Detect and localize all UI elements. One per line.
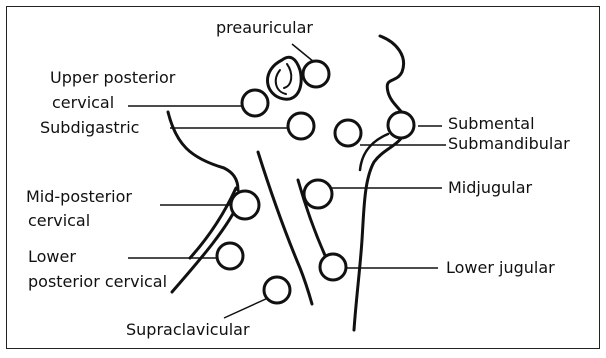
ear-inner-detail (276, 64, 292, 94)
label-lower-posterior-cervical-line1: Lower (28, 245, 76, 269)
label-midjugular: Midjugular (448, 176, 532, 200)
supraclavicular-pointer (224, 298, 268, 318)
face-front-outline (354, 36, 407, 330)
label-preauricular: preauricular (216, 16, 313, 40)
label-mid-posterior-cervical-line2: cervical (28, 209, 90, 233)
node-submandibular (335, 120, 361, 146)
node-upper-posterior-cervical (242, 90, 268, 116)
node-lower-posterior-cervical (217, 243, 243, 269)
label-upper-posterior-cervical-line1: Upper posterior (50, 66, 175, 90)
node-midjugular (304, 180, 332, 208)
node-mid-posterior-cervical (231, 191, 259, 219)
label-submandibular: Submandibular (448, 132, 570, 156)
label-upper-posterior-cervical-line2: cervical (52, 91, 114, 115)
label-supraclavicular: Supraclavicular (126, 318, 250, 342)
label-lower-jugular: Lower jugular (446, 256, 555, 280)
node-lower-jugular (320, 254, 346, 280)
label-subdigastric: Subdigastric (40, 116, 139, 140)
label-lower-posterior-cervical-line2: posterior cervical (28, 270, 167, 294)
label-mid-posterior-cervical-line1: Mid-posterior (26, 185, 132, 209)
node-submental (388, 112, 414, 138)
posterior-neck-outline (168, 112, 238, 190)
node-supraclavicular (264, 277, 290, 303)
node-preauricular (303, 61, 329, 87)
node-subdigastric (288, 113, 314, 139)
